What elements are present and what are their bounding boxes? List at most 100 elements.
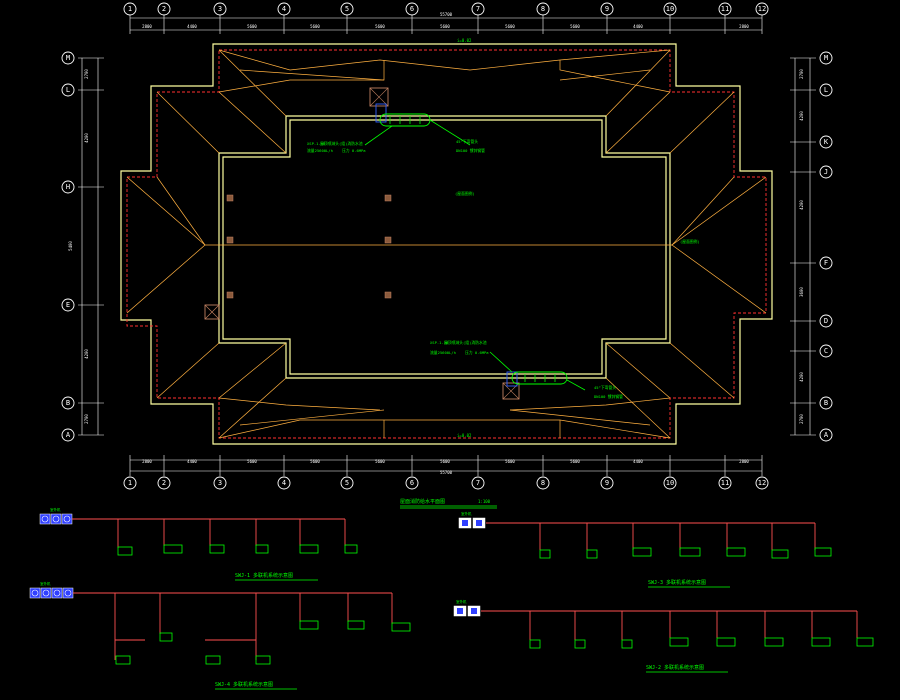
roof-plan: i=0.02 i=0.02 XSP-1-18 屋顶喷淋头(组)消防水池	[120, 38, 773, 445]
schematic-swj-1: 室外机 SWJ-1 多联机系统示意图	[39, 507, 358, 581]
outdoor-unit-icon	[39, 513, 73, 525]
svg-text:3: 3	[218, 479, 222, 487]
svg-text:L: L	[66, 86, 70, 94]
svg-text:H: H	[66, 183, 70, 191]
svg-text:10: 10	[666, 5, 674, 13]
svg-text:12: 12	[758, 5, 766, 13]
axis-bubble-top-1: 1	[123, 2, 137, 16]
svg-text:5400: 5400	[68, 241, 73, 251]
svg-text:7: 7	[476, 5, 480, 13]
plan-tag-top: i=0.02	[457, 38, 472, 43]
svg-text:9: 9	[605, 5, 609, 13]
svg-text:5600: 5600	[440, 24, 450, 29]
svg-text:1: 1	[128, 5, 132, 13]
svg-text:5600: 5600	[247, 24, 257, 29]
axis-bubble-bottom-5: 5	[340, 476, 354, 490]
svg-text:4200: 4200	[84, 133, 89, 143]
outdoor-unit-icon	[453, 605, 481, 617]
grid-axis-left: 2700 4200 5400 4200 2700 M L H E B A	[61, 51, 104, 442]
axis-bubble-top-8: 8	[536, 2, 550, 16]
outdoor-unit-icon	[458, 517, 486, 529]
svg-text:11: 11	[721, 5, 729, 13]
grid-axis-top: 1 2 3 4 5 6 7 8 9 10 11 12 55700 2800 44…	[123, 2, 769, 34]
svg-text:K: K	[824, 138, 829, 146]
svg-text:屋顶喷淋头(组)消防水池: 屋顶喷淋头(组)消防水池	[320, 141, 363, 146]
svg-text:室外机: 室外机	[50, 507, 61, 512]
dim-bottom-total: 55700	[440, 470, 453, 475]
svg-text:2800: 2800	[142, 459, 152, 464]
svg-text:DN100 镀锌钢管: DN100 镀锌钢管	[456, 148, 485, 153]
axis-bubble-top-7: 7	[471, 2, 485, 16]
svg-text:12: 12	[758, 479, 766, 487]
svg-text:45°下弯管头: 45°下弯管头	[456, 139, 478, 144]
svg-text:4200: 4200	[799, 111, 804, 121]
axis-bubble-top-3: 3	[213, 2, 227, 16]
axis-bubble-bottom-11: 11	[718, 476, 732, 490]
roof-drain-markers	[226, 194, 392, 299]
svg-text:DN100 镀锌钢管: DN100 镀锌钢管	[594, 394, 623, 399]
svg-text:2800: 2800	[142, 24, 152, 29]
axis-bubble-top-2: 2	[157, 2, 171, 16]
svg-text:5600: 5600	[505, 459, 515, 464]
axis-bubble-top-9: 9	[600, 2, 614, 16]
svg-text:4400: 4400	[187, 459, 197, 464]
svg-text:A: A	[66, 431, 71, 439]
svg-text:M: M	[66, 54, 70, 62]
axis-bubble-right-K: K	[819, 135, 833, 149]
axis-bubble-left-M: M	[61, 51, 75, 65]
axis-bubble-right-B: B	[819, 396, 833, 410]
svg-text:F: F	[824, 259, 828, 267]
svg-text:8: 8	[541, 5, 545, 13]
svg-text:2: 2	[162, 479, 166, 487]
svg-text:D: D	[824, 317, 828, 325]
svg-text:A: A	[824, 431, 829, 439]
axis-bubble-right-L: L	[819, 83, 833, 97]
axis-bubble-right-M: M	[819, 51, 833, 65]
svg-text:屋顶喷淋头(组)消防水池: 屋顶喷淋头(组)消防水池	[444, 340, 487, 345]
axis-bubble-bottom-4: 4	[277, 476, 291, 490]
svg-text:2700: 2700	[84, 414, 89, 424]
svg-text:2700: 2700	[799, 69, 804, 79]
grid-axis-right: 2700 4200 4200 3600 4200 2700 M L K J F …	[790, 51, 833, 442]
svg-text:B: B	[66, 399, 70, 407]
svg-text:压力 0.6MPa: 压力 0.6MPa	[342, 148, 366, 153]
axis-bubble-top-4: 4	[277, 2, 291, 16]
axis-bubble-top-10: 10	[663, 2, 677, 16]
svg-text:5600: 5600	[247, 459, 257, 464]
svg-text:2800: 2800	[739, 459, 749, 464]
axis-bubble-bottom-3: 3	[213, 476, 227, 490]
upper-fire-nozzle-group	[364, 87, 471, 146]
svg-text:M: M	[824, 54, 828, 62]
schematic-title-swj-2: SWJ-2 多联机系统示意图	[646, 664, 704, 671]
axis-bubble-bottom-8: 8	[536, 476, 550, 490]
svg-text:5600: 5600	[375, 459, 385, 464]
svg-text:1: 1	[128, 479, 132, 487]
svg-text:E: E	[66, 301, 70, 309]
schematic-swj-4: 室外机 SWJ-4 多联机系统示意图	[29, 581, 411, 690]
svg-text:4400: 4400	[633, 459, 643, 464]
svg-text:7: 7	[476, 479, 480, 487]
svg-text:J: J	[824, 168, 828, 176]
grid-axis-bottom: 2800 4400 5600 5600 5600 5600 5600 5600 …	[123, 455, 769, 490]
svg-text:室外机: 室外机	[461, 511, 472, 516]
axis-bubble-left-H: H	[61, 180, 75, 194]
axis-bubble-top-5: 5	[340, 2, 354, 16]
svg-text:4200: 4200	[84, 349, 89, 359]
axis-bubble-bottom-12: 12	[755, 476, 769, 490]
svg-text:C: C	[824, 347, 828, 355]
svg-text:4200: 4200	[799, 200, 804, 210]
svg-text:流量25600L/h: 流量25600L/h	[430, 350, 456, 355]
axis-bubble-left-A: A	[61, 428, 75, 442]
svg-text:4400: 4400	[633, 24, 643, 29]
svg-text:XSP-1-18: XSP-1-18	[430, 340, 449, 345]
plan-title: 屋面消防给水平面图	[400, 498, 445, 505]
svg-text:2: 2	[162, 5, 166, 13]
svg-text:45°下弯管头: 45°下弯管头	[594, 385, 616, 390]
dim-top-total: 55700	[440, 12, 453, 17]
plan-tag-bottom: i=0.02	[457, 433, 472, 438]
svg-text:4400: 4400	[187, 24, 197, 29]
axis-bubble-left-E: E	[61, 298, 75, 312]
axis-bubble-left-B: B	[61, 396, 75, 410]
axis-bubble-top-12: 12	[755, 2, 769, 16]
